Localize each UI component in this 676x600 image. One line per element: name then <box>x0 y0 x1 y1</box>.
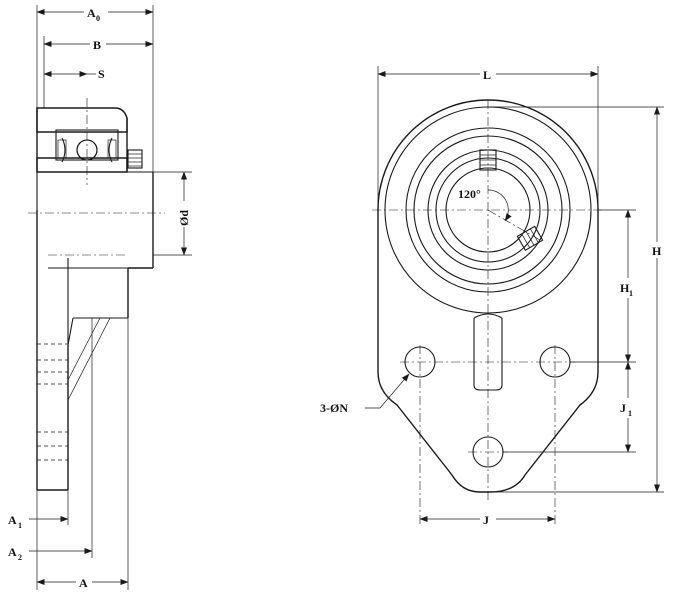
label-h: H <box>652 244 662 258</box>
label-d: Ød <box>177 210 191 226</box>
label-j1: J <box>620 401 626 415</box>
angle-arc <box>487 189 512 222</box>
label-j1-sub: 1 <box>628 409 632 418</box>
label-a1-sub: 1 <box>18 521 22 530</box>
label-j: J <box>483 513 489 527</box>
set-screw-icon <box>127 149 143 169</box>
angle-label: 120° <box>458 187 481 201</box>
side-view: A 0 B S Ød A 1 A 2 A <box>8 3 192 590</box>
label-h1: H <box>620 281 630 295</box>
set-screw-angled-icon <box>516 225 544 251</box>
label-a0: A <box>87 6 96 20</box>
flange-profile <box>36 172 154 491</box>
label-h1-sub: 1 <box>629 289 633 298</box>
bearing-insert <box>55 129 143 169</box>
label-bolt-holes: 3-ØN <box>320 401 348 415</box>
label-a1: A <box>8 513 17 527</box>
label-a2: A <box>8 545 17 559</box>
label-b: B <box>93 38 101 52</box>
label-l: L <box>483 68 491 82</box>
bolt-hole-leader <box>365 373 410 409</box>
flange-outline <box>377 99 599 493</box>
label-a2-sub: 2 <box>18 553 22 562</box>
label-a: A <box>79 576 88 590</box>
housing-section <box>36 107 153 173</box>
front-view: 120° L H H 1 J <box>320 66 666 527</box>
label-a0-sub: 0 <box>96 14 100 23</box>
label-s: S <box>98 67 105 81</box>
